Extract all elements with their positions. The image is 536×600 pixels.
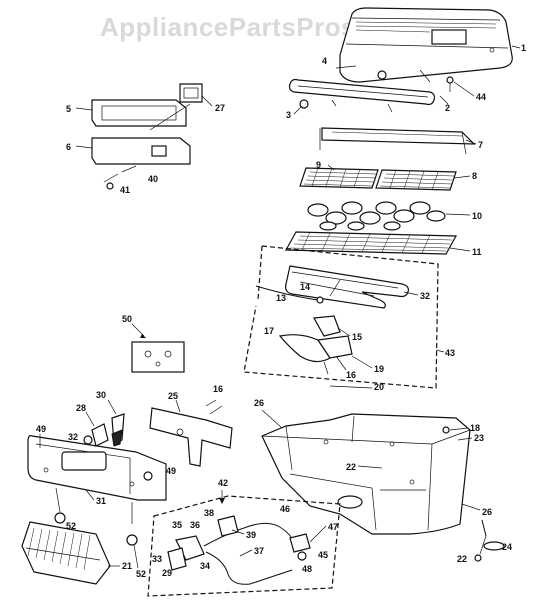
- part-number-24: 24: [502, 542, 512, 552]
- part-number-40: 40: [148, 174, 158, 184]
- drip-clip-part: [474, 519, 505, 562]
- cooking-grid-part: [299, 167, 457, 191]
- part-number-25: 25: [168, 391, 178, 401]
- part-number-18: 18: [470, 423, 480, 433]
- valve-hose-part: [167, 515, 311, 585]
- part-number-2: 2: [445, 103, 450, 113]
- hose-assembly-outline: [147, 495, 341, 597]
- rock-grate-part: [284, 231, 458, 255]
- part-number-48: 48: [302, 564, 312, 574]
- indicator-plate-part: [131, 323, 185, 373]
- part-number-52a: 52: [66, 521, 76, 531]
- part-number-17: 17: [264, 326, 274, 336]
- part-number-7: 7: [478, 140, 483, 150]
- part-number-41: 41: [120, 185, 130, 195]
- part-number-12: 32: [420, 291, 430, 301]
- part-number-26a: 26: [254, 398, 264, 408]
- part-number-49b: 49: [166, 466, 176, 476]
- part-number-14: 14: [300, 282, 310, 292]
- part-number-47: 47: [328, 522, 338, 532]
- burner-part: [285, 265, 409, 309]
- part-number-31: 31: [96, 496, 106, 506]
- shelf-basket-part: [21, 521, 111, 585]
- lid-part: [339, 7, 521, 83]
- part-number-13: 13: [276, 293, 286, 303]
- control-panel-part: [27, 413, 167, 501]
- part-number-19: 19: [374, 364, 384, 374]
- part-number-45: 45: [318, 550, 328, 560]
- part-number-4: 4: [322, 56, 327, 66]
- part-number-1: 1: [521, 43, 526, 53]
- part-number-33: 33: [152, 554, 162, 564]
- handle-part: [288, 65, 454, 113]
- part-number-37: 37: [254, 546, 264, 556]
- part-number-35: 35: [172, 520, 182, 530]
- part-number-26b: 26: [482, 507, 492, 517]
- part-number-30: 30: [96, 390, 106, 400]
- part-number-36: 36: [190, 520, 200, 530]
- part-number-34: 34: [200, 561, 210, 571]
- part-number-43: 43: [445, 348, 455, 358]
- part-number-28: 28: [76, 403, 86, 413]
- bracket-part: [149, 399, 233, 467]
- burner-assembly-outline: [243, 245, 439, 389]
- trim-panel-part: [91, 83, 203, 190]
- part-number-52b: 52: [136, 569, 146, 579]
- part-number-5: 5: [66, 104, 71, 114]
- lava-rocks-part: [307, 201, 446, 231]
- part-number-23: 23: [474, 433, 484, 443]
- part-number-6: 6: [66, 142, 71, 152]
- part-number-9: 9: [316, 160, 321, 170]
- part-number-16a: 16: [346, 370, 356, 380]
- part-number-27: 27: [215, 103, 225, 113]
- part-number-29: 29: [162, 568, 172, 578]
- part-number-32: 32: [68, 432, 78, 442]
- part-number-22a: 22: [346, 462, 356, 472]
- part-number-15: 15: [352, 332, 362, 342]
- part-number-39: 39: [246, 530, 256, 540]
- part-number-42: 42: [218, 478, 228, 488]
- part-number-49a: 49: [36, 424, 46, 434]
- part-number-44: 44: [476, 92, 486, 102]
- electrode-wire-part: [255, 285, 324, 304]
- firebox-base-part: [261, 413, 471, 535]
- warming-rack-part: [319, 127, 476, 155]
- part-number-8: 8: [472, 171, 477, 181]
- part-number-21: 21: [122, 561, 132, 571]
- part-number-10: 10: [472, 211, 482, 221]
- venturi-bracket-part: [278, 315, 353, 375]
- part-number-22b: 22: [457, 554, 467, 564]
- part-number-16b: 16: [213, 384, 223, 394]
- part-number-20: 20: [374, 382, 384, 392]
- part-number-50: 50: [122, 314, 132, 324]
- part-number-3: 3: [286, 110, 291, 120]
- part-number-11: 11: [472, 247, 482, 257]
- part-number-38: 38: [204, 508, 214, 518]
- part-number-46: 46: [280, 504, 290, 514]
